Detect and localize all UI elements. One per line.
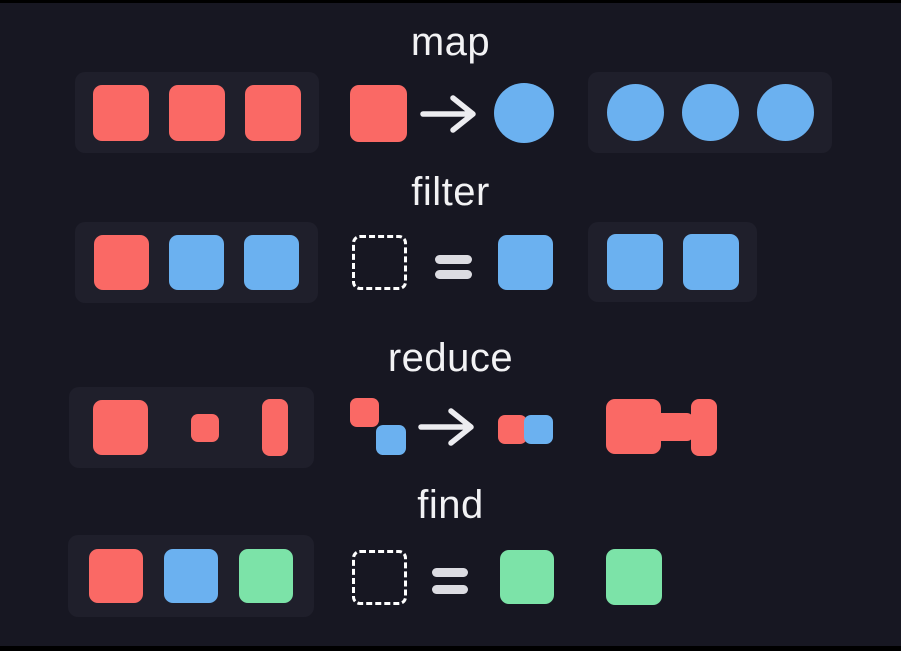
merged-shape-large-part [606,399,661,454]
equals-icon [432,568,468,594]
reduce-input-tray [69,387,314,468]
red-square [94,235,149,290]
blue-square [169,235,224,290]
row-reduce: reduce [0,334,901,480]
blue-circle [681,84,739,141]
blue-square [498,235,553,290]
map-title: map [410,20,491,64]
red-square [89,549,143,603]
red-square [350,85,407,142]
filter-output-tray [588,222,757,302]
row-find: find [0,481,901,641]
green-square [500,550,554,604]
equals-bar [435,255,472,264]
equals-icon [435,255,472,279]
find-input-tray [68,535,314,617]
red-square [93,84,149,141]
merged-red-shape [606,399,717,456]
blue-square [164,549,218,603]
tall-red-rectangle [262,399,288,456]
filter-title: filter [411,170,490,214]
blue-square [244,235,299,290]
row-filter: filter [0,168,901,314]
map-output-tray [588,72,832,153]
blue-circle [606,84,664,141]
red-and-blue-stacked-squares [350,398,407,456]
blue-square [682,234,739,290]
equals-bar [432,585,468,594]
arrow-icon [418,408,474,446]
dashed-placeholder-square [352,550,407,605]
find-title: find [417,483,484,527]
reduce-title: reduce [387,336,514,380]
equals-bar [432,568,468,577]
small-red-square [191,413,219,442]
merged-shape-tall-part [691,399,717,456]
red-square [245,84,301,141]
red-and-blue-joined-squares [498,415,553,444]
blue-square [606,234,663,290]
green-square [239,549,293,603]
arrow-icon [420,95,476,133]
large-red-square [93,400,148,455]
bottom-border [0,646,901,651]
green-square [606,549,662,605]
top-border [0,0,901,3]
map-input-tray [75,72,319,153]
merged-shape-connector [652,413,693,441]
small-blue-square [376,425,406,455]
filter-input-tray [75,222,318,303]
blue-circle [494,83,554,143]
red-square [169,84,225,141]
dashed-placeholder-square [352,235,407,290]
row-map: map [0,18,901,164]
small-blue-square [524,415,553,444]
equals-bar [435,270,472,279]
small-red-square [498,415,527,444]
small-red-square [350,398,379,427]
blue-circle [756,84,814,141]
